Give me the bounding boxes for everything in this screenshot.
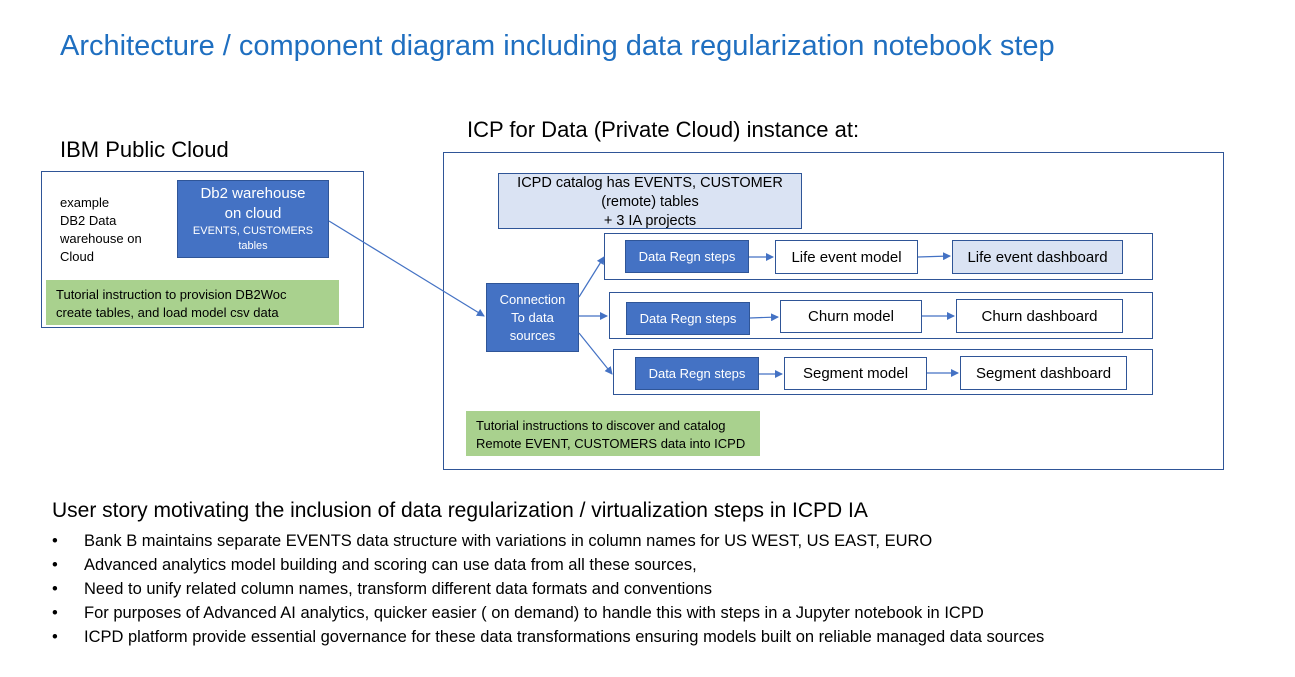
- churn-dashboard-label: Churn dashboard: [981, 307, 1098, 325]
- example-note: example DB2 Data warehouse on Cloud: [60, 194, 142, 266]
- data-regn-steps-label: Data Regn steps: [648, 366, 746, 381]
- db2-subtitle: tables: [238, 240, 268, 252]
- catalog-line: ICPD catalog has EVENTS, CUSTOMER: [517, 175, 783, 191]
- example-line: Cloud: [60, 249, 94, 264]
- steps-to-model-arrow: [749, 313, 779, 322]
- list-item: Bank B maintains separate EVENTS data st…: [52, 529, 1044, 553]
- db2-title: on cloud: [224, 205, 282, 222]
- page-title: Architecture / component diagram includi…: [60, 30, 1055, 62]
- tutorial-line: create tables, and load model csv data: [56, 305, 279, 320]
- segment-model-box[interactable]: Segment model: [784, 357, 927, 390]
- connection-to-row3-arrow: [578, 332, 613, 375]
- catalog-line: (remote) tables: [601, 194, 699, 210]
- example-line: warehouse on: [60, 231, 142, 246]
- example-line: example: [60, 195, 110, 210]
- db2-to-connection-arrow: [328, 220, 485, 317]
- user-story-heading: User story motivating the inclusion of d…: [52, 499, 868, 522]
- data-regn-steps-label: Data Regn steps: [639, 311, 737, 326]
- db2-title: Db2 warehouse: [200, 185, 306, 202]
- tutorial-line: Remote EVENT, CUSTOMERS data into ICPD: [476, 436, 746, 451]
- life-event-model-box[interactable]: Life event model: [775, 240, 918, 274]
- churn-dashboard-box[interactable]: Churn dashboard: [956, 299, 1123, 333]
- db2-subtitle: EVENTS, CUSTOMERS: [192, 225, 314, 237]
- data-regn-steps-box[interactable]: Data Regn steps: [626, 302, 750, 335]
- life-event-model-label: Life event model: [791, 248, 902, 266]
- connection-line: Connection: [499, 291, 566, 307]
- list-item: Need to unify related column names, tran…: [52, 577, 1044, 601]
- data-regn-steps-box[interactable]: Data Regn steps: [635, 357, 759, 390]
- private-cloud-heading: ICP for Data (Private Cloud) instance at…: [467, 117, 860, 142]
- data-regn-steps-box[interactable]: Data Regn steps: [625, 240, 749, 273]
- private-tutorial-note: Tutorial instructions to discover and ca…: [466, 411, 760, 456]
- list-item: For purposes of Advanced AI analytics, q…: [52, 601, 1044, 625]
- connection-line: sources: [509, 327, 556, 343]
- connection-box[interactable]: Connection To data sources: [486, 283, 579, 352]
- user-story-list: Bank B maintains separate EVENTS data st…: [52, 529, 1044, 649]
- db2-warehouse-box[interactable]: Db2 warehouse on cloud EVENTS, CUSTOMERS…: [177, 180, 329, 258]
- segment-model-label: Segment model: [802, 365, 909, 382]
- list-item: Advanced analytics model building and sc…: [52, 553, 1044, 577]
- public-tutorial-note: Tutorial instruction to provision DB2Woc…: [46, 280, 339, 325]
- tutorial-line: Tutorial instruction to provision DB2Woc: [56, 287, 287, 302]
- public-cloud-heading: IBM Public Cloud: [60, 137, 229, 162]
- churn-model-label: Churn model: [808, 308, 894, 325]
- segment-dashboard-label: Segment dashboard: [975, 364, 1112, 382]
- example-line: DB2 Data: [60, 213, 117, 228]
- life-event-dashboard-label: Life event dashboard: [967, 248, 1108, 266]
- icpd-catalog-box[interactable]: ICPD catalog has EVENTS, CUSTOMER (remot…: [498, 173, 802, 229]
- connection-to-row1-arrow: [578, 256, 605, 298]
- connection-line: To data: [511, 309, 554, 325]
- list-item: ICPD platform provide essential governan…: [52, 625, 1044, 649]
- segment-dashboard-box[interactable]: Segment dashboard: [960, 356, 1127, 390]
- catalog-line: + 3 IA projects: [603, 213, 697, 229]
- churn-model-box[interactable]: Churn model: [780, 300, 922, 333]
- life-event-dashboard-box[interactable]: Life event dashboard: [952, 240, 1123, 274]
- tutorial-line: Tutorial instructions to discover and ca…: [476, 418, 726, 433]
- data-regn-steps-label: Data Regn steps: [638, 249, 736, 264]
- model-to-dashboard-arrow: [917, 252, 951, 261]
